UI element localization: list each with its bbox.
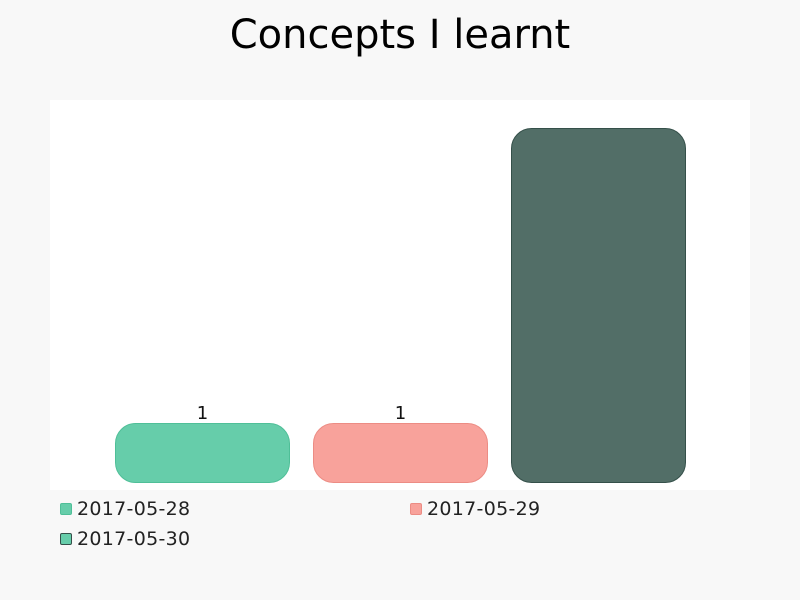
bar-2017-05-30 — [511, 128, 686, 483]
legend-item-2017-05-30[interactable]: 2017-05-30 — [60, 527, 190, 551]
legend: 2017-05-28 2017-05-29 2017-05-30 — [60, 497, 760, 587]
legend-label: 2017-05-29 — [427, 498, 541, 520]
bar-2017-05-28 — [115, 423, 290, 483]
legend-swatch — [60, 533, 72, 545]
legend-swatch — [410, 503, 422, 515]
chart-title: Concepts I learnt — [229, 12, 571, 58]
legend-item-2017-05-29[interactable]: 2017-05-29 — [410, 497, 540, 521]
legend-item-2017-05-28[interactable]: 2017-05-28 — [60, 497, 190, 521]
legend-label: 2017-05-28 — [77, 498, 191, 520]
data-label-2017-05-28: 1 — [197, 403, 208, 424]
bar-2017-05-29 — [313, 423, 488, 483]
data-label-2017-05-29: 1 — [395, 403, 406, 424]
legend-label: 2017-05-30 — [77, 528, 191, 550]
legend-swatch — [60, 503, 72, 515]
